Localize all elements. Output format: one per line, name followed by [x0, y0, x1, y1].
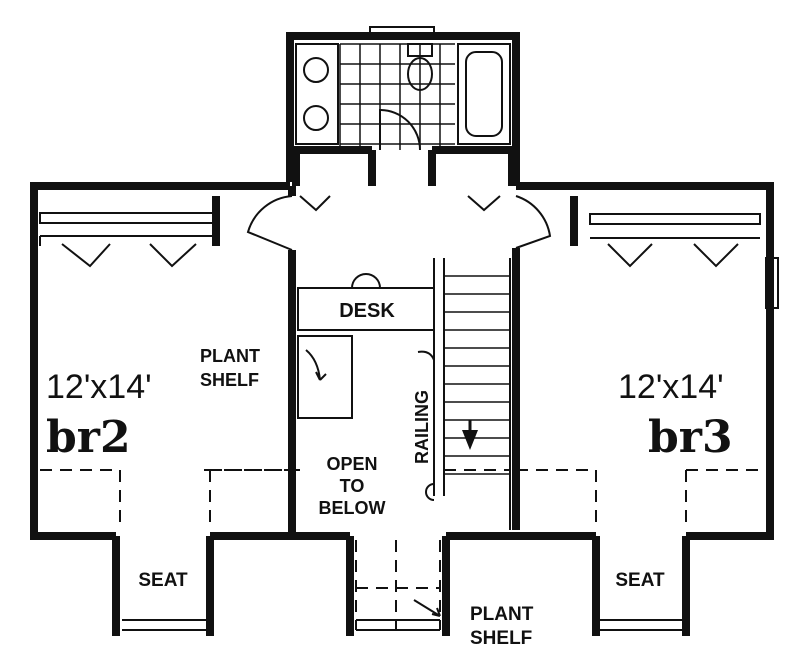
- doors: [212, 186, 578, 251]
- desk-label: DESK: [339, 300, 395, 322]
- overhead-lines: [40, 469, 764, 630]
- vanity: [295, 43, 339, 145]
- bathtub: [457, 43, 511, 145]
- sink-icon: [303, 105, 329, 131]
- plant-shelf-label: SHELF: [200, 370, 259, 390]
- railing-label: RAILING: [412, 390, 432, 464]
- br2-walls: [30, 182, 350, 540]
- br3-size: 12'x14': [618, 368, 724, 406]
- plant-shelf-bottom-label: PLANT: [470, 604, 534, 625]
- toilet-icon: [407, 43, 433, 91]
- staircase: [417, 258, 511, 530]
- br3-walls: [446, 182, 774, 540]
- seat-left: SEAT: [122, 570, 206, 631]
- seat-label: SEAT: [138, 570, 188, 591]
- plant-shelf-bottom-label: SHELF: [470, 628, 532, 649]
- br2-size: 12'x14': [46, 368, 152, 406]
- seat-bay-center: [346, 536, 450, 636]
- seat-bay-left: [112, 536, 214, 636]
- seat-bay-right: [592, 536, 690, 636]
- bathroom-walls: [286, 32, 520, 186]
- open-to-below-label: OPEN: [326, 454, 377, 474]
- br2-name: br2: [46, 412, 131, 463]
- closets: [39, 195, 761, 268]
- plant-shelf-top: [297, 335, 353, 419]
- walls: [30, 32, 774, 636]
- open-to-below-label: BELOW: [319, 498, 386, 518]
- open-to-below-label: TO: [340, 476, 365, 496]
- desk: DESK: [297, 273, 435, 331]
- seat-right: SEAT: [600, 570, 682, 631]
- plant-shelf-label: PLANT: [200, 346, 260, 366]
- bathroom: [295, 26, 511, 151]
- sink-icon: [303, 57, 329, 83]
- down-arrow-icon: [462, 430, 478, 450]
- br3-name: br3: [648, 412, 733, 463]
- seat-label: SEAT: [615, 570, 665, 591]
